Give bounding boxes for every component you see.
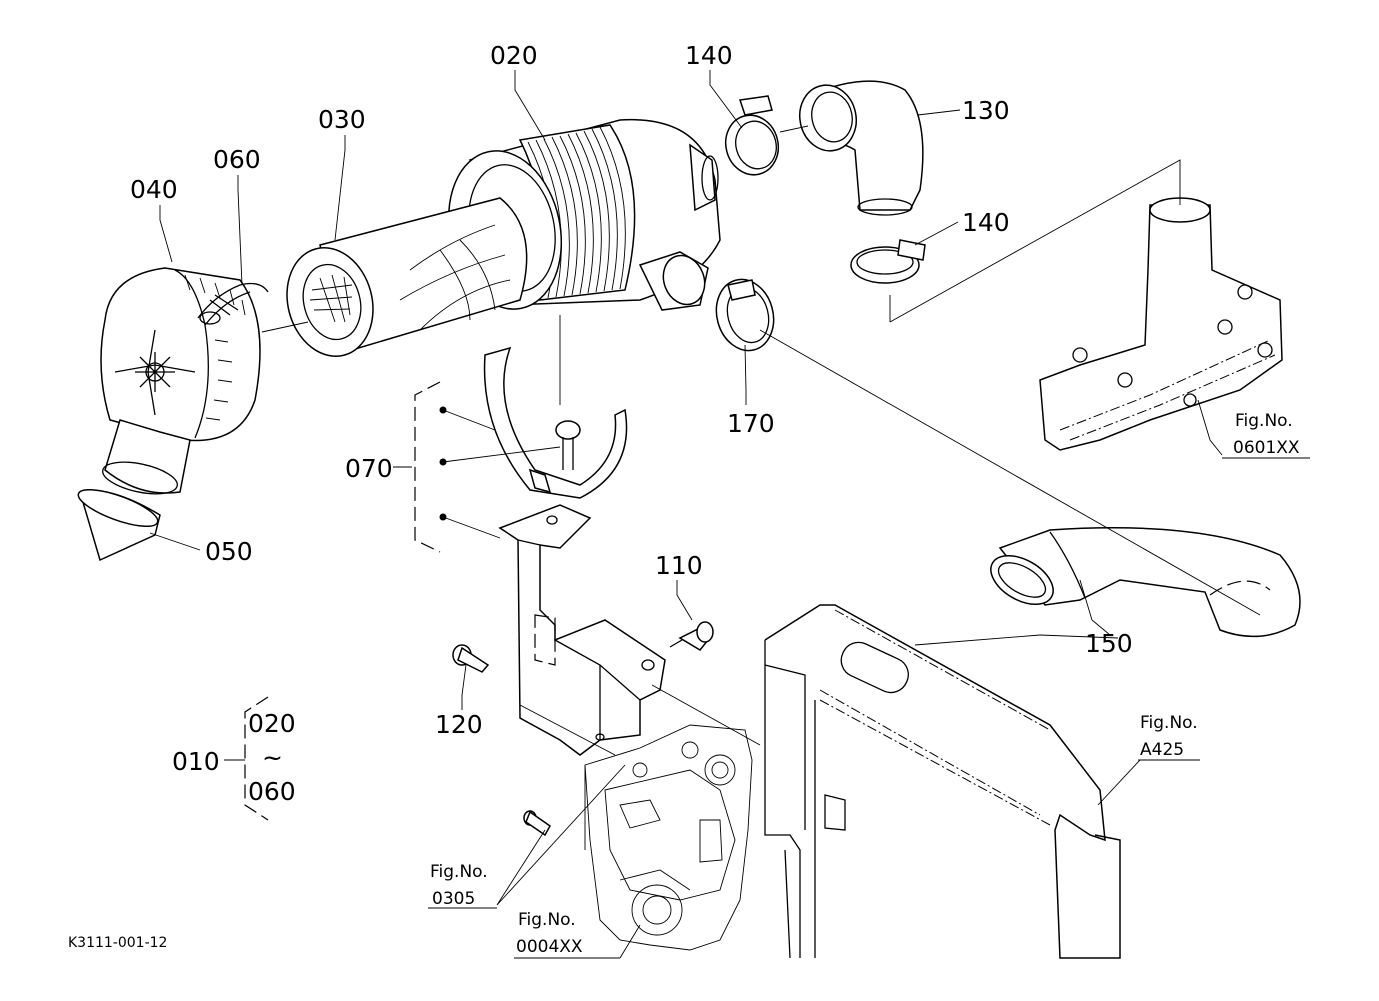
radiator-frame-drawing [764,604,1121,959]
range-bracket-010 [224,696,269,821]
mount-bracket-drawing [498,504,666,756]
cap-drawing [100,267,261,495]
filter-element-drawing [286,197,528,357]
engine-outline-drawing [584,724,753,951]
ref-number-0601xx: 0601XX [1233,438,1300,458]
part-label-010: 010 [172,747,220,776]
range-tilde-label: ~ [262,743,283,772]
hose-clamp-170-drawing [715,278,775,352]
range-to-label: 060 [248,777,296,806]
ref-number-0004xx: 0004XX [516,937,583,957]
engine-bolt-drawing [523,810,551,837]
bolt-110-drawing [669,621,714,651]
ref-caption-0305: Fig.No. [430,862,488,882]
part-label-110: 110 [655,551,703,580]
part-label-140-lower: 140 [962,208,1010,237]
ref-caption-a425: Fig.No. [1140,713,1198,733]
part-label-120: 120 [435,710,483,739]
ref-number-a425: A425 [1140,740,1184,760]
bolt-120-drawing [452,644,490,673]
group-bracket-070 [414,381,447,553]
intake-manifold-drawing [1039,197,1283,451]
ref-caption-0004xx: Fig.No. [518,910,576,930]
hose-clamp-140-upper-drawing [724,95,780,176]
evacuator-cup-drawing [77,488,161,562]
hose-clamp-140-lower-drawing [850,239,926,284]
bracket-band-drawing [483,346,628,499]
part-label-170: 170 [727,409,775,438]
part-label-030: 030 [318,105,366,134]
clamp-wire-drawing [197,282,269,326]
drawing-code: K3111-001-12 [68,935,167,951]
ref-caption-0601xx: Fig.No. [1235,411,1293,431]
range-from-label: 020 [248,709,296,738]
leader-lines [149,70,1261,959]
part-label-060: 060 [213,145,261,174]
intake-hose-drawing [990,527,1301,638]
part-label-020: 020 [490,41,538,70]
part-label-140-upper: 140 [685,41,733,70]
part-label-040: 040 [130,175,178,204]
part-label-070: 070 [345,454,393,483]
hose-elbow-drawing [799,80,924,216]
part-label-130: 130 [962,96,1010,125]
part-label-050: 050 [205,537,253,566]
ref-number-0305: 0305 [432,889,475,909]
part-label-150: 150 [1085,629,1133,658]
